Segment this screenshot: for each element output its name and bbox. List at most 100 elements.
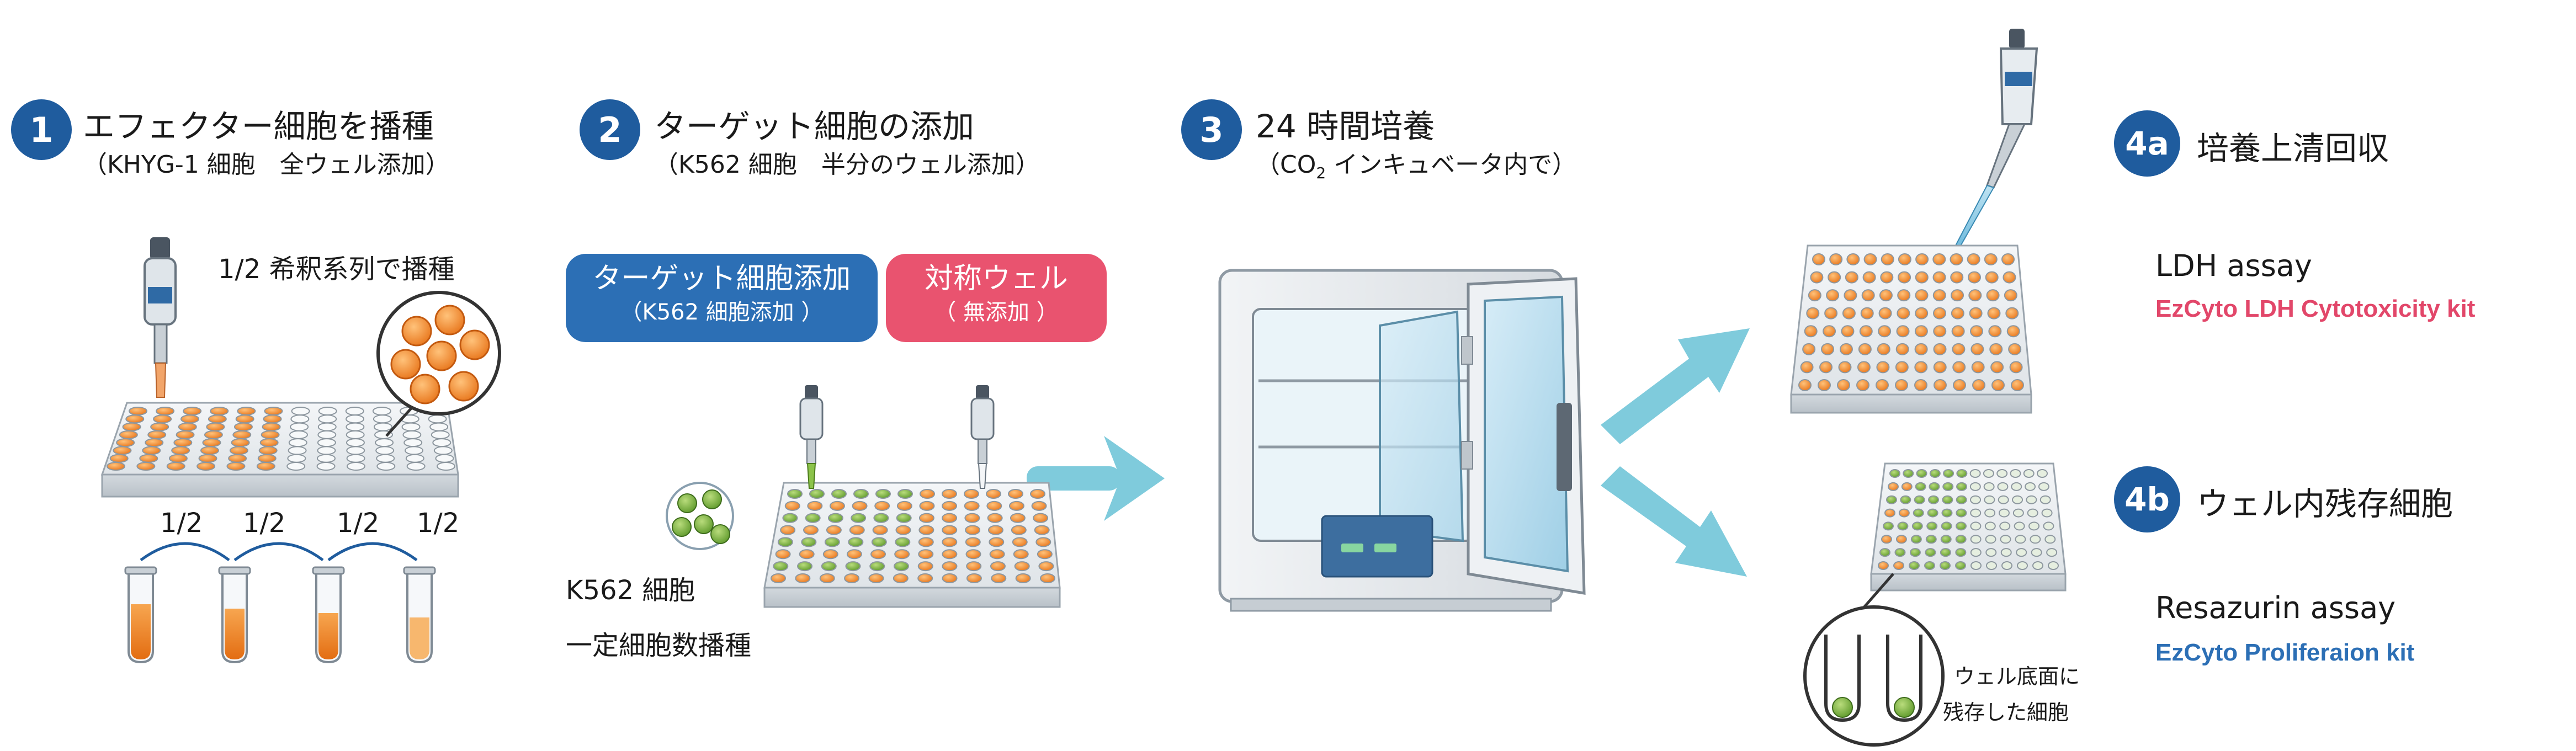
plate-well bbox=[2030, 535, 2041, 544]
plate-well bbox=[1883, 521, 1894, 531]
dilution-tube bbox=[124, 566, 157, 664]
plate-well bbox=[868, 573, 884, 583]
plate-well bbox=[346, 454, 365, 463]
plate-well bbox=[2003, 271, 2016, 284]
plate-well bbox=[1915, 482, 1926, 491]
plate-well bbox=[1861, 289, 1875, 302]
plate-well bbox=[1031, 500, 1047, 511]
plate-well bbox=[1914, 495, 1925, 504]
plate-well bbox=[1956, 495, 1967, 504]
plate-well bbox=[1970, 561, 1982, 570]
plate-well bbox=[346, 430, 365, 439]
plate-well bbox=[920, 489, 935, 499]
plate-well bbox=[801, 537, 817, 547]
plate-well bbox=[291, 407, 310, 416]
plate-well bbox=[2048, 561, 2059, 570]
callout-line2: 残存した細胞 bbox=[1943, 700, 2069, 725]
pipette-step1 bbox=[144, 237, 177, 398]
plate-well bbox=[849, 525, 865, 535]
plate-well bbox=[1903, 469, 1914, 478]
step4b-title: ウェル内残存細胞 bbox=[2197, 485, 2453, 523]
step4a-badge: 4a bbox=[2114, 110, 2180, 177]
plate-step4b bbox=[1870, 462, 2067, 592]
step3-subtitle-post: インキュベータ内で） bbox=[1326, 151, 1577, 179]
plate-well bbox=[809, 489, 825, 499]
ratio-label-3: 1/2 bbox=[337, 508, 380, 539]
plate-well bbox=[2011, 482, 2022, 491]
plate-well bbox=[376, 462, 396, 471]
plate-well bbox=[1998, 495, 2009, 504]
plate-well bbox=[1040, 573, 1055, 583]
plate-well bbox=[405, 454, 424, 463]
plate-well bbox=[1914, 343, 1928, 355]
plate-well bbox=[987, 513, 1003, 523]
ratio-label-4: 1/2 bbox=[417, 508, 460, 539]
dilution-tube bbox=[218, 566, 251, 664]
plate-well bbox=[402, 430, 422, 439]
plate-well bbox=[139, 454, 158, 463]
plate-well bbox=[1011, 525, 1027, 535]
plate-well bbox=[373, 414, 392, 424]
plate-well bbox=[795, 573, 811, 583]
plate-well bbox=[290, 414, 310, 424]
plate-well bbox=[1932, 253, 1946, 265]
plate-well bbox=[433, 446, 453, 455]
plate-well bbox=[1858, 343, 1872, 355]
plate-well bbox=[1955, 535, 1967, 544]
plate-well bbox=[171, 446, 190, 455]
step4a-kit: EzCyto LDH Cytotoxicity kit bbox=[2155, 295, 2476, 322]
plate-well bbox=[1969, 469, 1981, 478]
plate-well bbox=[1925, 548, 1936, 557]
plate-well bbox=[1008, 489, 1023, 499]
plate-well bbox=[918, 513, 934, 523]
arrow-to-incubator bbox=[1027, 436, 1165, 521]
plate-well bbox=[1819, 361, 1833, 374]
plate-well bbox=[896, 513, 912, 523]
step2-subtitle: （K562 細胞 半分のウェル添加） bbox=[654, 151, 1040, 179]
plate-well bbox=[964, 513, 980, 523]
plate-well bbox=[2005, 307, 2019, 319]
plate-well bbox=[2004, 289, 2017, 302]
plate-well bbox=[1928, 495, 1940, 504]
plate-well bbox=[1952, 343, 1966, 355]
plate-well bbox=[2028, 521, 2040, 531]
plate-well bbox=[196, 462, 216, 471]
plate-well bbox=[1839, 343, 1853, 355]
plate-well bbox=[1955, 561, 1966, 570]
plate-well bbox=[1967, 271, 1981, 284]
plate-well bbox=[1926, 521, 1938, 531]
plate-well bbox=[166, 462, 185, 471]
plate-well bbox=[116, 438, 135, 448]
plate-well bbox=[871, 537, 887, 547]
plate-well bbox=[873, 513, 889, 523]
plate-well bbox=[429, 422, 449, 432]
plate-well bbox=[991, 573, 1007, 583]
plate-well bbox=[1012, 537, 1028, 547]
step4b-kit: EzCyto Proliferaion kit bbox=[2155, 639, 2415, 666]
plate-well bbox=[782, 513, 798, 523]
dilution-tube bbox=[403, 566, 436, 664]
step2-title: ターゲット細胞の添加 bbox=[654, 108, 975, 145]
plate-well bbox=[989, 537, 1005, 547]
plate-well bbox=[375, 438, 394, 448]
plate-well bbox=[1989, 343, 2003, 355]
plate-well bbox=[1950, 253, 1963, 265]
plate-well bbox=[129, 407, 147, 416]
k562-cell-bubble bbox=[666, 482, 734, 550]
plate-well bbox=[1983, 482, 1995, 491]
plate-well bbox=[2046, 548, 2058, 557]
seeding-note: 一定細胞数播種 bbox=[566, 630, 752, 661]
plate-well bbox=[1800, 361, 1814, 374]
plate-well bbox=[846, 549, 862, 560]
plate-well bbox=[1015, 573, 1031, 583]
plate-well bbox=[1035, 537, 1051, 547]
plate-well bbox=[965, 549, 981, 560]
plate-well bbox=[259, 438, 279, 448]
plate-well bbox=[178, 422, 197, 432]
plate-well bbox=[1984, 495, 1995, 504]
plate-well bbox=[918, 537, 934, 547]
plate-well bbox=[1838, 361, 1852, 374]
plate-well bbox=[2016, 548, 2027, 557]
plate-well bbox=[289, 430, 308, 439]
plate-well bbox=[168, 454, 188, 463]
